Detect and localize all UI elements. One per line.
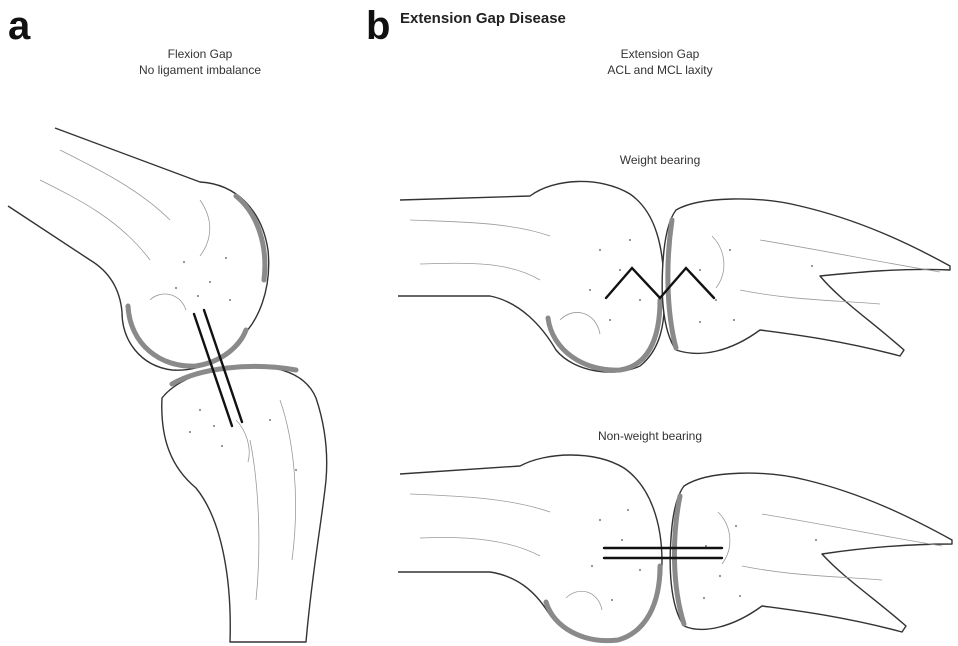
weight-bearing-tibia bbox=[662, 199, 950, 356]
panel-a-femur bbox=[8, 128, 269, 370]
non-weight-bearing-tibia bbox=[670, 473, 952, 632]
panel-a-tibia bbox=[162, 366, 327, 642]
